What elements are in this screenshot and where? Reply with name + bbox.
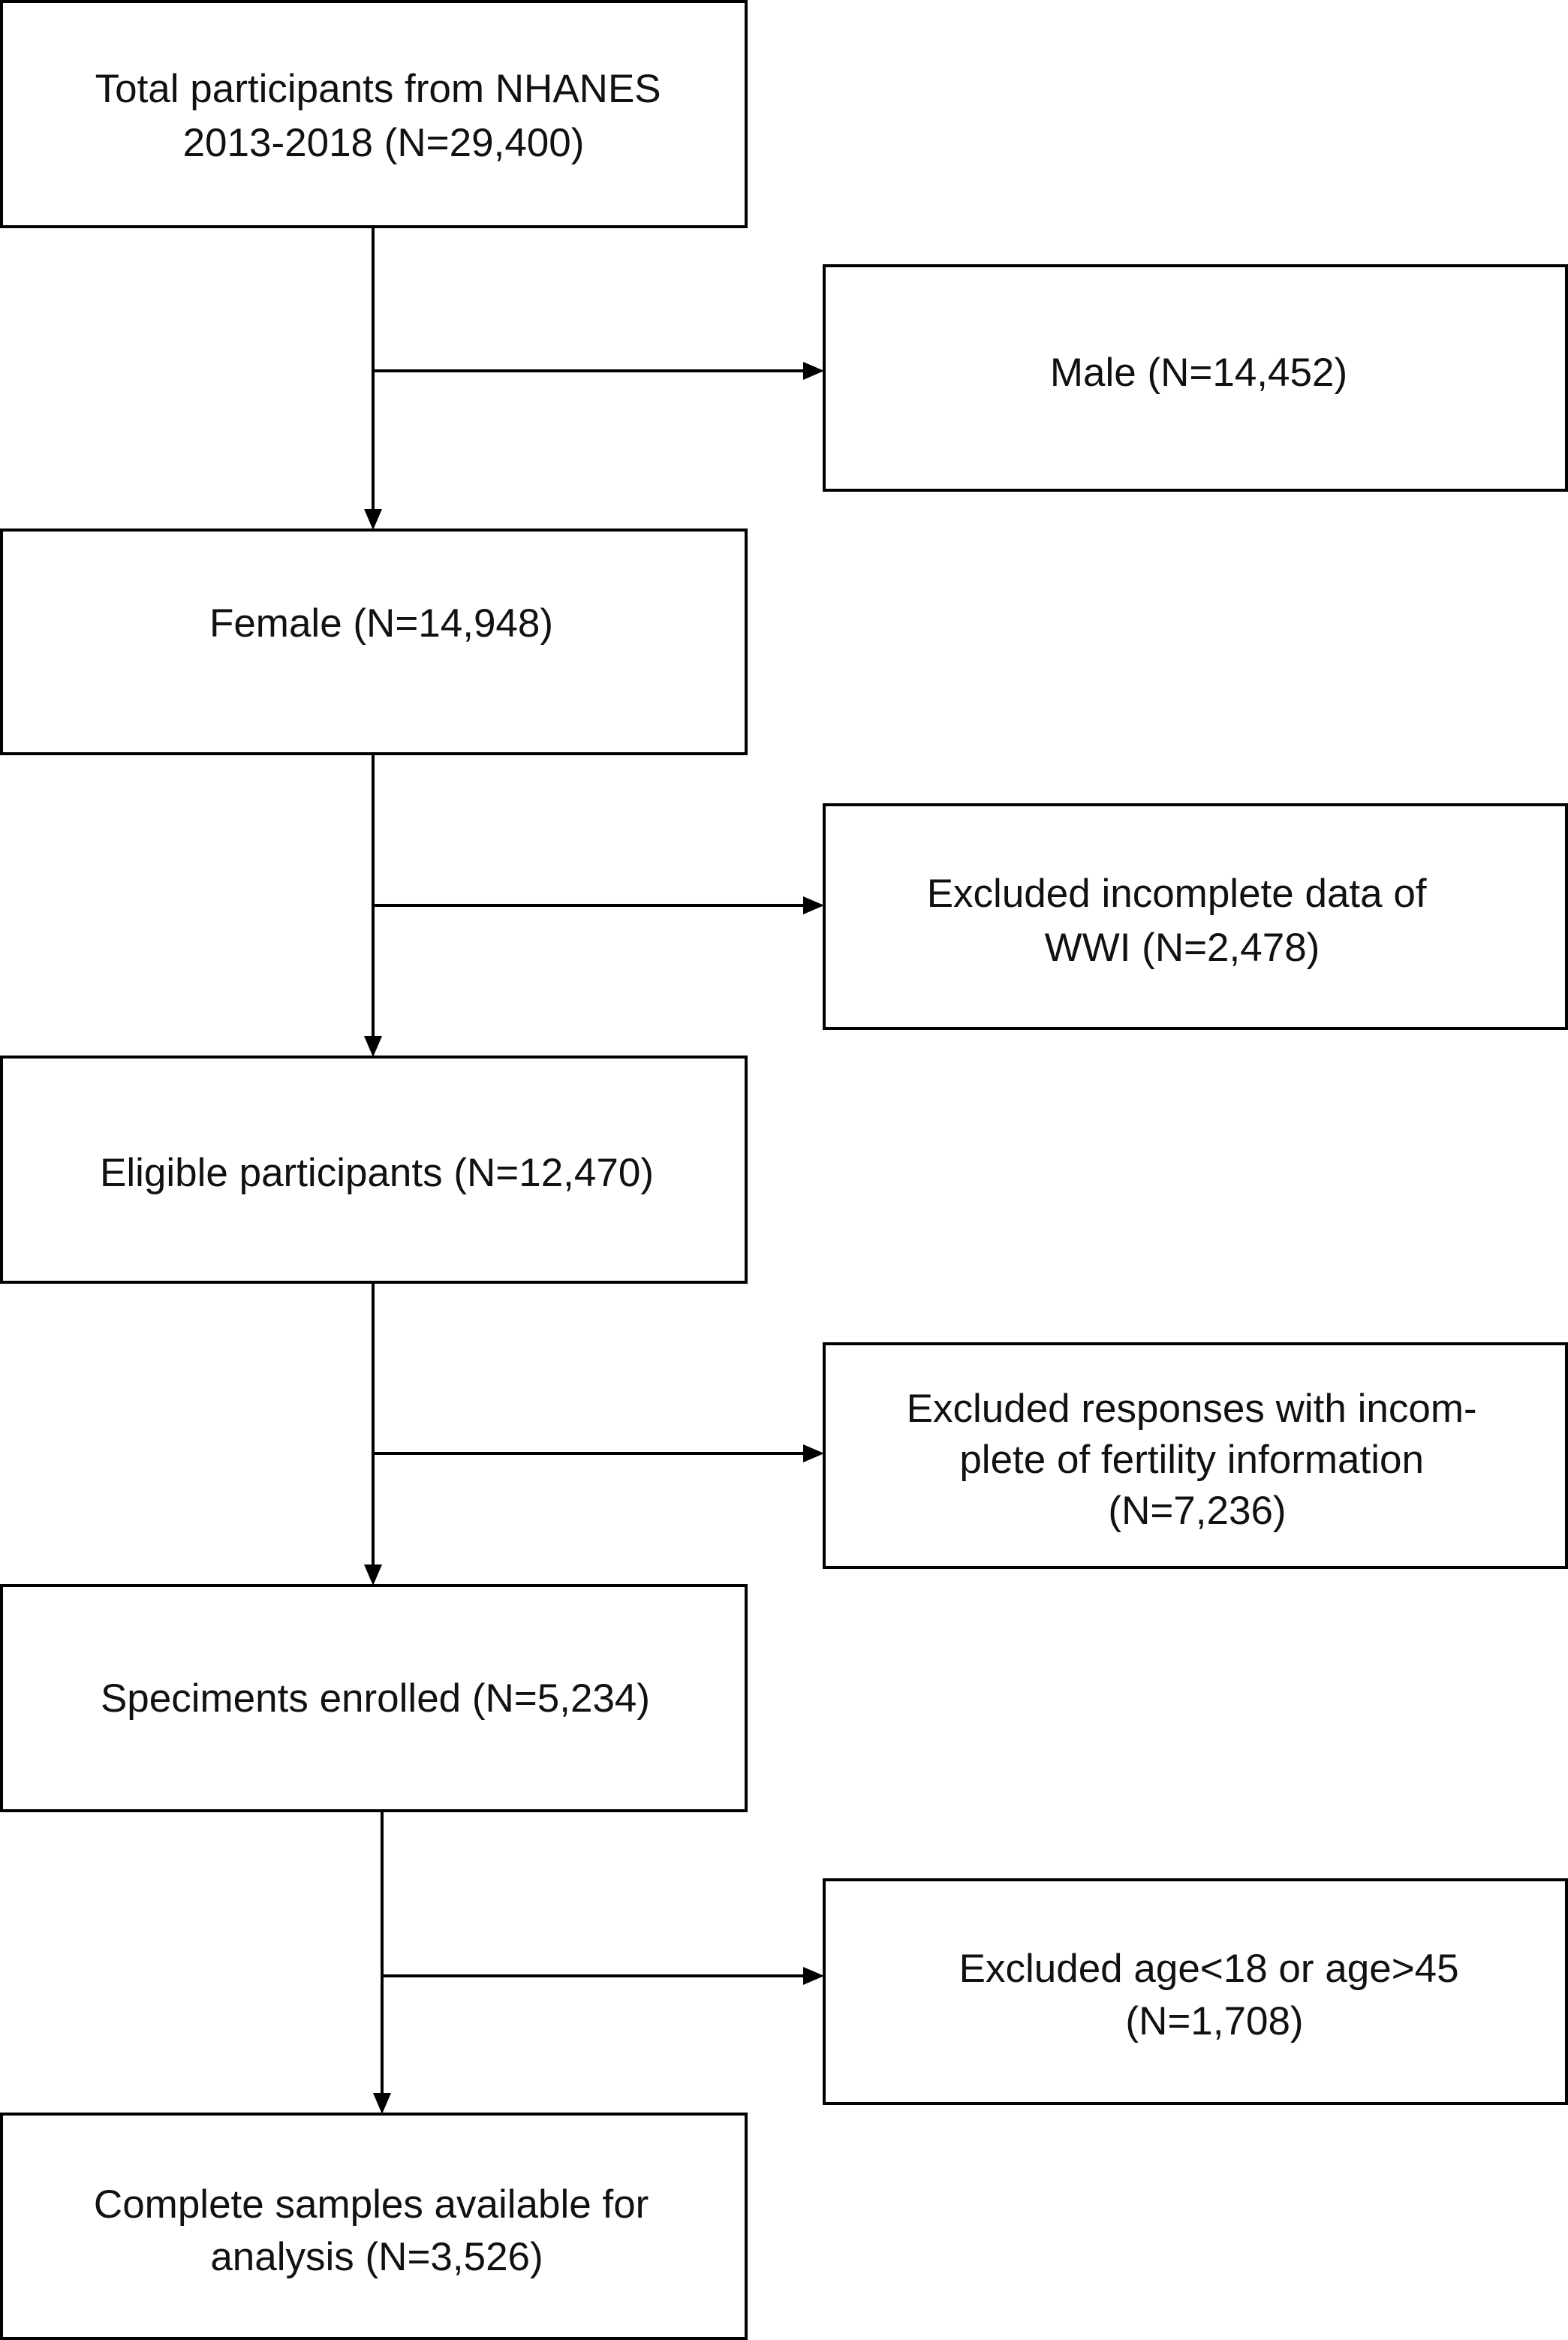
node-excl-age-line-1: Excluded age<18 or age>45 <box>959 1947 1459 1991</box>
node-enrolled-line-1: Speciments enrolled (N=5,234) <box>101 1676 650 1721</box>
node-complete-line-1: Complete samples available for <box>94 2182 649 2227</box>
node-excl-fertility-line-2: plete of fertility information <box>959 1438 1424 1482</box>
node-excl-age-box <box>823 1878 1568 2105</box>
node-total: Total participants from NHANES 2013-2018… <box>0 0 748 228</box>
node-male: Male (N=14,452) <box>823 264 1568 492</box>
node-male-box <box>823 264 1568 492</box>
node-eligible-text: Eligible participants (N=12,470) <box>100 1151 654 1195</box>
connectors <box>364 227 824 2114</box>
arrowhead-male <box>803 362 824 380</box>
node-complete: Complete samples available for analysis … <box>0 2113 748 2340</box>
node-complete-line-2: analysis (N=3,526) <box>210 2235 543 2279</box>
arrowhead-excl-wwi <box>803 896 824 914</box>
node-excl-wwi-line-1: Excluded incomplete data of <box>927 872 1427 916</box>
node-excl-fertility-line-1: Excluded responses with incom- <box>907 1387 1477 1431</box>
node-excl-fertility-line-3: (N=7,236) <box>1108 1489 1286 1533</box>
node-male-line-1: Male (N=14,452) <box>1050 351 1347 395</box>
node-excl-wwi-text: Excluded incomplete data of WWI (N=2,478… <box>927 872 1438 970</box>
node-female: Female (N=14,948) <box>0 529 748 755</box>
node-total-box <box>0 0 748 228</box>
arrowhead-female <box>364 509 382 530</box>
node-total-line-1: Total participants from NHANES <box>95 67 661 111</box>
node-male-text: Male (N=14,452) <box>1050 351 1347 395</box>
node-enrolled-box <box>0 1584 748 1812</box>
node-eligible-line-1: Eligible participants (N=12,470) <box>100 1151 654 1195</box>
node-excl-age-line-2: (N=1,708) <box>1125 1999 1303 2043</box>
node-total-line-2: 2013-2018 (N=29,400) <box>183 121 585 165</box>
arrowhead-complete <box>373 2093 391 2114</box>
node-excl-wwi-box <box>823 803 1568 1030</box>
node-female-text: Female (N=14,948) <box>209 601 553 646</box>
node-eligible-box <box>0 1056 748 1284</box>
node-excl-fertility-text: Excluded responses with incom- plete of … <box>907 1387 1488 1533</box>
node-excl-age-text: Excluded age<18 or age>45 (N=1,708) <box>959 1947 1470 2043</box>
arrowhead-excl-age <box>803 1967 824 1985</box>
node-eligible: Eligible participants (N=12,470) <box>0 1056 748 1284</box>
node-total-text: Total participants from NHANES 2013-2018… <box>95 67 673 165</box>
node-complete-box <box>0 2113 748 2340</box>
node-excl-fertility: Excluded responses with incom- plete of … <box>823 1342 1568 1569</box>
node-excl-wwi: Excluded incomplete data of WWI (N=2,478… <box>823 803 1568 1030</box>
node-complete-text: Complete samples available for analysis … <box>94 2182 660 2279</box>
node-female-box <box>0 529 748 755</box>
node-female-line-1: Female (N=14,948) <box>209 601 553 646</box>
arrowhead-excl-fertility <box>803 1444 824 1462</box>
node-excl-fertility-box <box>823 1342 1568 1569</box>
node-excl-age: Excluded age<18 or age>45 (N=1,708) <box>823 1878 1568 2105</box>
node-enrolled: Speciments enrolled (N=5,234) <box>0 1584 748 1812</box>
node-enrolled-text: Speciments enrolled (N=5,234) <box>101 1676 650 1721</box>
arrowhead-eligible <box>364 1036 382 1057</box>
arrowhead-enrolled <box>364 1565 382 1586</box>
node-excl-wwi-line-2: WWI (N=2,478) <box>1045 926 1320 970</box>
